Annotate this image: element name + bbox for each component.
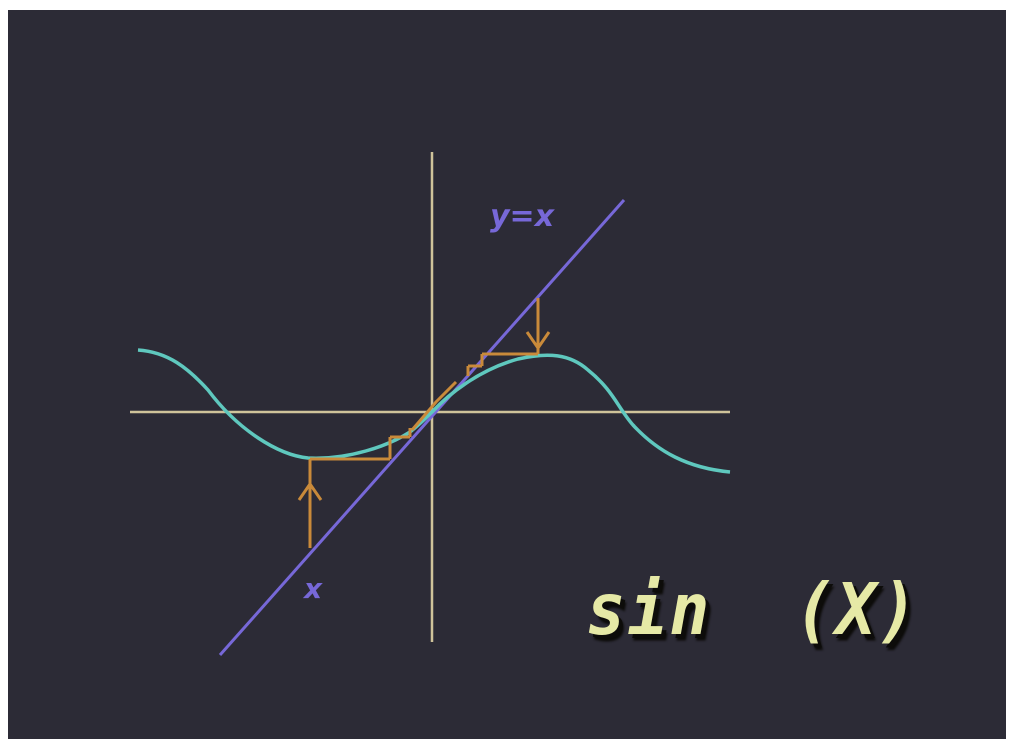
- iteration-path: [308, 298, 540, 548]
- fixed-point-iteration-diagram: y=x x: [130, 152, 731, 656]
- function-caption: sin (X): [586, 568, 920, 652]
- down-arrow-icon: [525, 331, 551, 351]
- video-frame: y=x x sin (X): [8, 10, 1006, 739]
- start-point-label: x: [302, 572, 323, 605]
- identity-line-label: y=x: [490, 199, 556, 234]
- identity-line: [218, 199, 626, 656]
- iteration-converging-segment: [410, 380, 458, 431]
- up-arrow-icon: [297, 481, 323, 501]
- sine-curve: [137, 348, 731, 474]
